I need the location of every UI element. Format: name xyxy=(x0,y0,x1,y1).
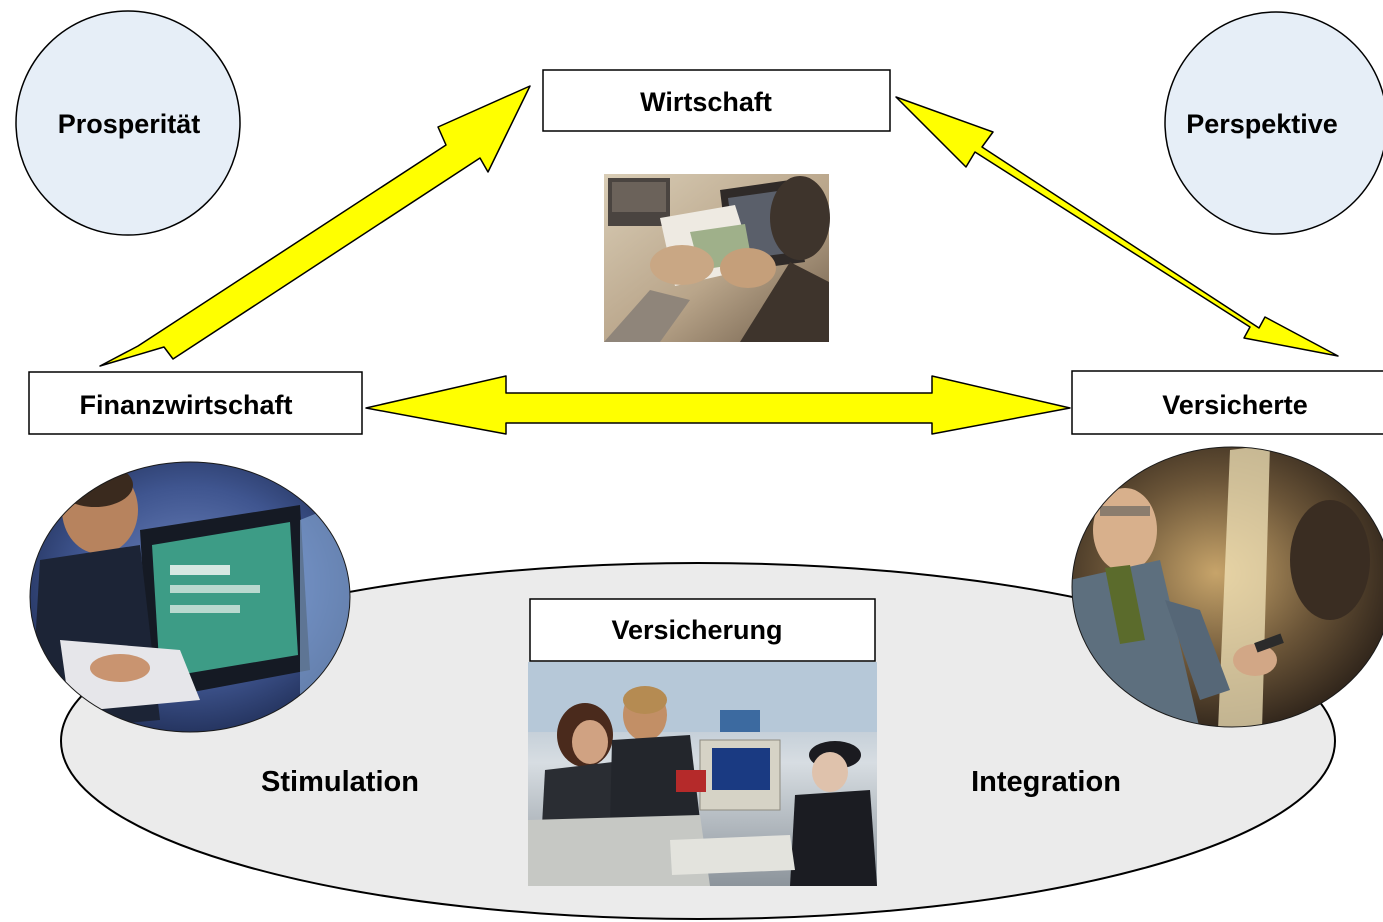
circle-prosperitaet: Prosperität xyxy=(15,10,241,236)
double-arrow-top-right xyxy=(895,96,1339,357)
node-finanzwirtschaft-label: Finanzwirtschaft xyxy=(79,390,292,420)
node-versicherte: Versicherte xyxy=(1071,370,1383,435)
node-versicherte-label: Versicherte xyxy=(1162,390,1308,420)
photo-man-at-computer xyxy=(29,461,351,733)
photo-bank-counter xyxy=(528,662,877,886)
node-versicherung-label: Versicherung xyxy=(611,615,782,645)
node-versicherung: Versicherung xyxy=(529,598,876,662)
label-stimulation: Stimulation xyxy=(261,766,419,798)
double-arrow-left-top xyxy=(99,85,531,367)
node-finanzwirtschaft: Finanzwirtschaft xyxy=(28,371,363,435)
label-integration: Integration xyxy=(971,766,1121,798)
circle-perspektive-label: Perspektive xyxy=(1186,109,1338,139)
node-wirtschaft-label: Wirtschaft xyxy=(640,87,772,117)
photo-money-handover xyxy=(604,174,830,342)
circle-prosperitaet-label: Prosperität xyxy=(58,109,201,139)
circle-perspektive: Perspektive xyxy=(1164,11,1383,235)
double-arrow-left-right xyxy=(365,375,1071,435)
node-wirtschaft: Wirtschaft xyxy=(542,69,891,132)
